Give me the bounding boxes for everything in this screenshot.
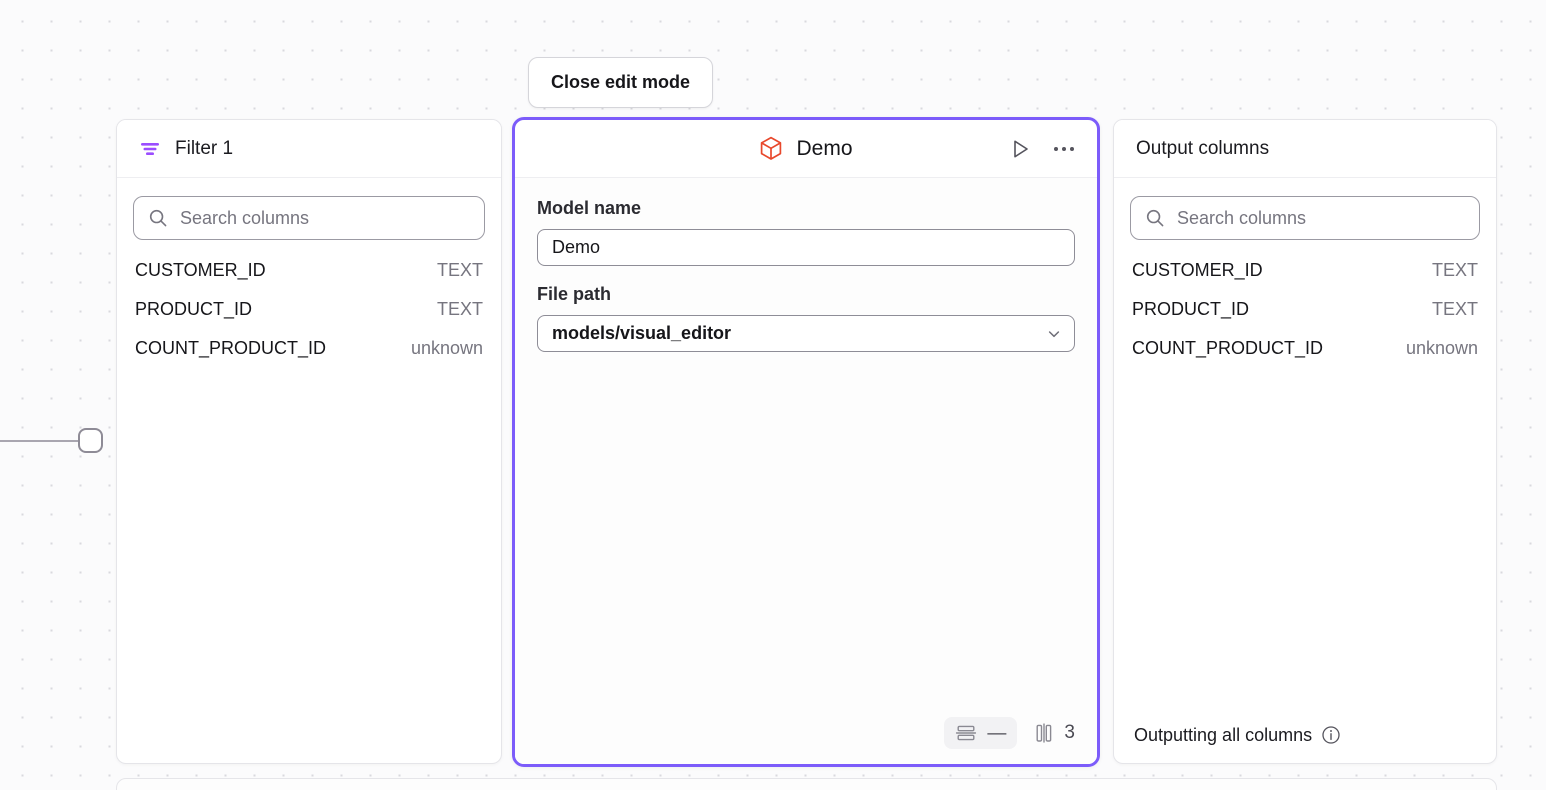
output-search-placeholder: Search columns xyxy=(1177,207,1307,228)
file-path-select[interactable]: models/visual_editor xyxy=(537,315,1075,352)
output-columns-panel: Output columns Search columns CUSTOMER_I… xyxy=(1113,119,1497,764)
play-icon xyxy=(1014,140,1028,158)
output-footer-text: Outputting all columns xyxy=(1134,724,1313,745)
search-icon xyxy=(149,209,167,227)
list-item[interactable]: CUSTOMER_ID TEXT xyxy=(133,260,485,299)
column-name: COUNT_PRODUCT_ID xyxy=(135,338,327,358)
column-type: unknown xyxy=(410,338,483,358)
column-name: PRODUCT_ID xyxy=(135,299,253,319)
row-count-value: — xyxy=(987,722,1007,744)
column-name: CUSTOMER_ID xyxy=(1132,260,1263,280)
filter-panel-header: Filter 1 xyxy=(117,120,501,178)
kebab-menu-icon xyxy=(1070,147,1074,151)
model-panel-header: Demo xyxy=(515,120,1097,178)
chevron-down-icon xyxy=(1048,330,1060,337)
filter-panel: Filter 1 Search columns CUSTOMER_ID TEXT… xyxy=(116,119,502,764)
filter-search-placeholder: Search columns xyxy=(180,207,310,228)
row-count-group[interactable]: — xyxy=(944,717,1018,749)
file-path-label: File path xyxy=(537,284,612,304)
columns-icon xyxy=(1036,723,1052,743)
output-panel-title: Output columns xyxy=(1136,137,1270,159)
bottom-partial-panel xyxy=(116,778,1497,790)
model-panel-footer: — 3 xyxy=(515,708,1097,764)
output-panel-footer: Outputting all columns xyxy=(1114,707,1496,763)
model-name-input[interactable]: Demo xyxy=(537,229,1075,266)
column-name: PRODUCT_ID xyxy=(1132,299,1250,319)
rows-icon xyxy=(956,725,977,741)
model-menu-button[interactable] xyxy=(1049,134,1079,164)
model-name-label: Model name xyxy=(537,198,642,218)
kebab-menu-icon xyxy=(1054,147,1058,151)
info-icon[interactable] xyxy=(1321,725,1341,745)
column-type: TEXT xyxy=(1431,299,1478,319)
kebab-menu-icon xyxy=(1062,147,1066,151)
output-panel-body: Search columns CUSTOMER_ID TEXT PRODUCT_… xyxy=(1114,178,1496,707)
model-title-group: Demo xyxy=(759,136,853,161)
column-type: TEXT xyxy=(1431,260,1478,280)
column-name: COUNT_PRODUCT_ID xyxy=(1132,338,1324,358)
column-type: TEXT xyxy=(436,260,483,280)
model-name-value: Demo xyxy=(552,237,601,257)
filter-icon xyxy=(141,142,159,155)
close-edit-mode-button[interactable]: Close edit mode xyxy=(528,57,714,108)
model-panel-title: Demo xyxy=(796,136,853,160)
cube-icon xyxy=(761,136,782,160)
filter-panel-title: Filter 1 xyxy=(175,137,234,159)
model-panel-body: Model name Demo File path models/visual_… xyxy=(515,178,1097,708)
filter-panel-body: Search columns CUSTOMER_ID TEXT PRODUCT_… xyxy=(117,178,501,377)
list-item[interactable]: PRODUCT_ID TEXT xyxy=(133,299,485,338)
filter-column-list: CUSTOMER_ID TEXT PRODUCT_ID TEXT COUNT_P… xyxy=(133,260,485,377)
column-type: TEXT xyxy=(436,299,483,319)
list-item[interactable]: COUNT_PRODUCT_ID unknown xyxy=(1130,338,1480,377)
file-path-value: models/visual_editor xyxy=(552,323,732,343)
flow-edge-line xyxy=(0,440,82,442)
output-panel-header: Output columns xyxy=(1114,120,1496,178)
run-model-button[interactable] xyxy=(1005,134,1035,164)
column-name: CUSTOMER_ID xyxy=(135,260,266,280)
model-panel: Demo Model name Demo File path models/vi… xyxy=(512,117,1100,767)
list-item[interactable]: COUNT_PRODUCT_ID unknown xyxy=(133,338,485,377)
column-count-group[interactable]: 3 xyxy=(1031,717,1077,749)
close-edit-mode-label: Close edit mode xyxy=(551,72,691,92)
model-header-actions xyxy=(1005,120,1079,178)
list-item[interactable]: PRODUCT_ID TEXT xyxy=(1130,299,1480,338)
filter-search-input[interactable]: Search columns xyxy=(133,196,485,240)
output-column-list: CUSTOMER_ID TEXT PRODUCT_ID TEXT COUNT_P… xyxy=(1130,260,1480,377)
output-search-input[interactable]: Search columns xyxy=(1130,196,1480,240)
column-count-value: 3 xyxy=(1064,722,1075,743)
flow-edge-handle[interactable] xyxy=(78,428,103,453)
column-type: unknown xyxy=(1405,338,1478,358)
search-icon xyxy=(1146,209,1164,227)
list-item[interactable]: CUSTOMER_ID TEXT xyxy=(1130,260,1480,299)
